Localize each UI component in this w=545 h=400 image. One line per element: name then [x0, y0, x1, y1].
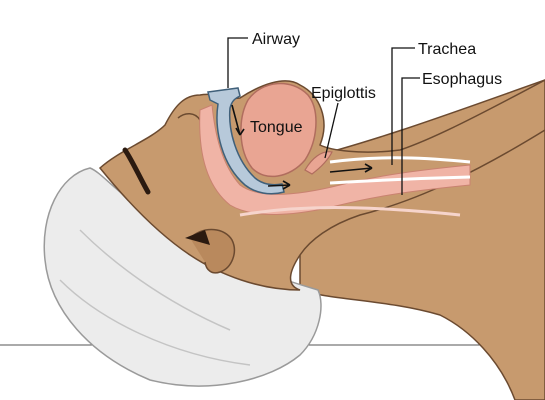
- label-tongue: Tongue: [250, 119, 303, 136]
- label-esophagus: Esophagus: [422, 71, 502, 88]
- nostril: [177, 113, 201, 121]
- airway-device: [207, 87, 285, 195]
- airflow-arrowhead: [235, 127, 245, 136]
- epiglottis-leader-line: [324, 102, 339, 159]
- airflow-arrowhead: [282, 180, 291, 190]
- airflow-arrows: [231, 104, 373, 190]
- tongue: [240, 82, 317, 178]
- airflow-arrowhead: [364, 163, 373, 173]
- label-trachea: Trachea: [418, 41, 476, 58]
- eye-shadow: [122, 147, 151, 195]
- airway-leader-line: [227, 37, 248, 88]
- esophagus-leader-line: [401, 77, 420, 195]
- trachea-wall: [329, 156, 471, 164]
- label-airway: Airway: [252, 31, 300, 48]
- label-epiglottis: Epiglottis: [311, 85, 376, 102]
- trachea-leader-line: [391, 47, 415, 165]
- airflow-arrow: [329, 167, 373, 173]
- esophagus-wall: [329, 175, 471, 185]
- pillow-fold: [79, 229, 231, 331]
- airflow-arrow: [267, 184, 291, 187]
- esophagus-lower-wall: [239, 206, 461, 217]
- hair-tuft: [185, 230, 210, 245]
- pillow-fold: [59, 279, 251, 366]
- airflow-arrow: [231, 104, 241, 136]
